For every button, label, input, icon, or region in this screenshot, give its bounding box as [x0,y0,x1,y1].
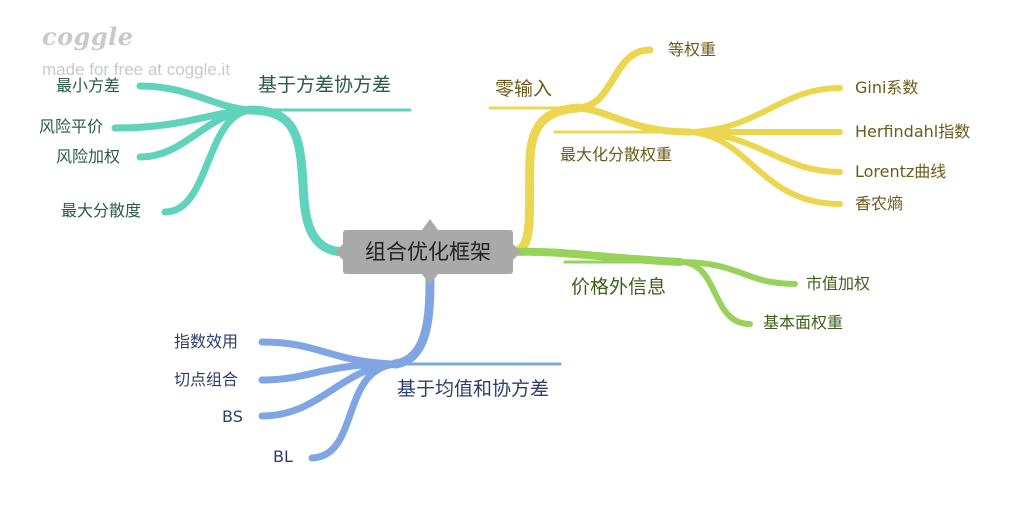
yellow-branch-label[interactable]: 零输入 [495,78,553,100]
watermark-text: made for free at coggle.it [42,60,231,79]
yellow-leaf-4 [687,129,843,207]
yellow-leaf-1 [687,85,843,135]
teal-leaf-4[interactable]: 最大分散度 [61,201,142,220]
teal-leaf-1[interactable]: 最小方差 [56,76,121,95]
root-notches [335,219,521,285]
blue-twig-4 [308,360,399,462]
blue-leaf-4[interactable]: BL [273,447,293,466]
yellow-leaf-herfindahl[interactable]: Herfindahl指数 [855,122,971,141]
green-leaf-2[interactable]: 基本面权重 [763,313,844,332]
teal-leaf-3[interactable]: 风险加权 [56,147,121,166]
blue-branch-lines [258,270,562,462]
coggle-logo: coggle [42,22,134,51]
yellow-leaf-equal[interactable]: 等权重 [668,40,717,59]
green-twig-2 [677,259,753,327]
yellow-leaf-shannon[interactable]: 香农熵 [855,194,904,213]
yellow-branch-lines [488,46,843,257]
green-branch-lines [508,247,798,327]
teal-twig-4 [161,106,254,216]
blue-leaf-2[interactable]: 切点组合 [174,370,239,389]
green-leaf-1[interactable]: 市值加权 [806,274,871,293]
teal-branch-lines [111,82,412,257]
root-label: 组合优化框架 [365,240,491,264]
teal-branch-label[interactable]: 基于方差协方差 [258,74,392,96]
yellow-twig-maxdiv [574,104,694,136]
green-branch-label[interactable]: 价格外信息 [571,276,667,298]
teal-leaf-2[interactable]: 风险平价 [39,117,104,136]
blue-branch-label[interactable]: 基于均值和协方差 [397,378,550,400]
teal-root-connector [245,105,350,257]
green-root-connector [508,247,684,266]
root-node[interactable] [343,230,513,274]
yellow-root-connector [507,103,583,257]
yellow-leaf-gini[interactable]: Gini系数 [855,78,919,97]
teal-twig-1 [136,82,254,114]
yellow-twig-equal [574,46,654,112]
blue-leaf-3[interactable]: BS [222,407,243,426]
coggle-watermark: coggle made for free at coggle.it [42,22,230,80]
blue-twig-1 [258,338,399,368]
blue-root-connector [390,270,435,369]
yellow-leaf-lorentz[interactable]: Lorentz曲线 [855,162,947,181]
blue-leaf-1[interactable]: 指数效用 [174,332,239,351]
yellow-maxdiv-label[interactable]: 最大化分散权重 [560,145,673,164]
blue-twig-2 [258,360,399,384]
green-twig-1 [677,259,798,287]
